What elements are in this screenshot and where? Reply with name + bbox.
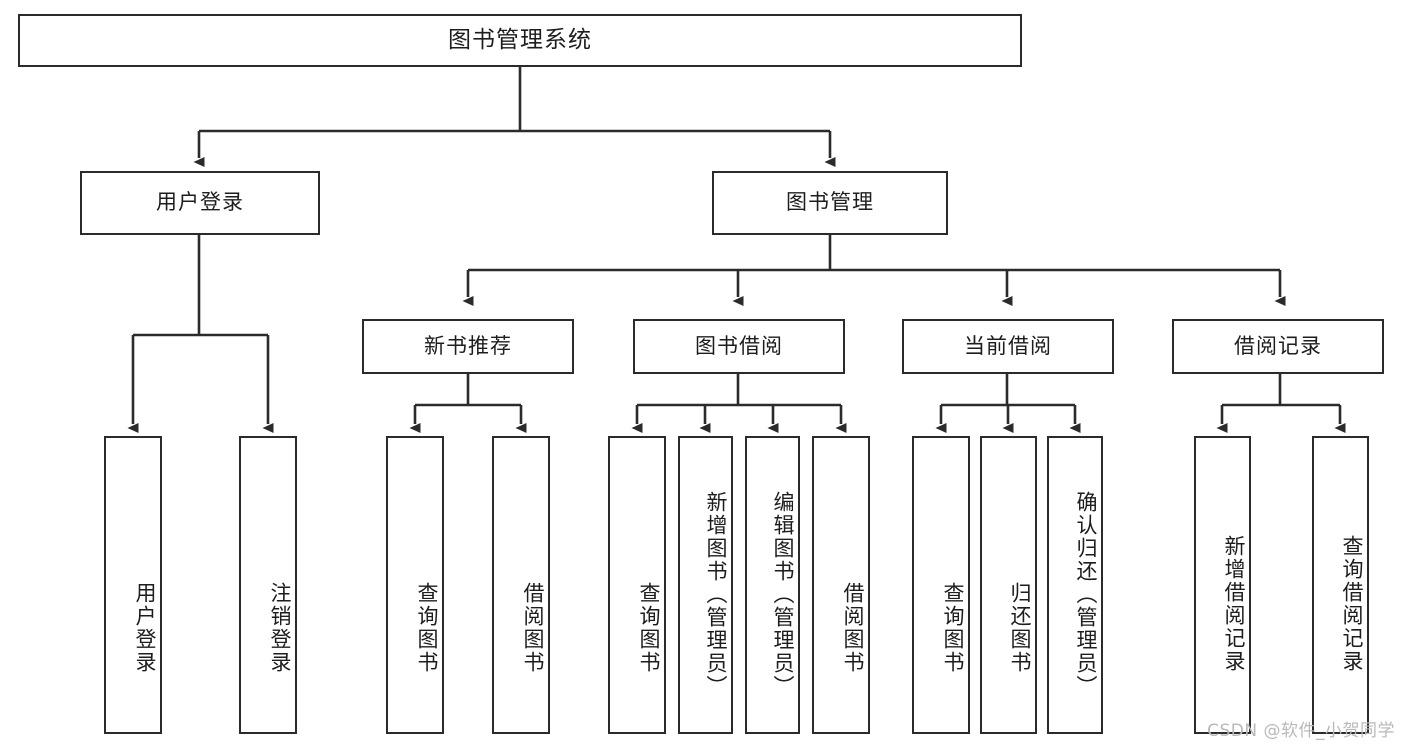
node-label: 查询借阅记录 (1340, 535, 1364, 673)
node-label: 借阅图书 (521, 582, 545, 674)
node-root-book-management-system[interactable]: 图书管理系统 (18, 14, 1022, 67)
leaf-new-book-borrow-books[interactable]: 借阅图书 (492, 436, 550, 734)
node-new-book-recommendation[interactable]: 新书推荐 (362, 319, 574, 374)
node-book-borrowing[interactable]: 图书借阅 (633, 319, 845, 374)
leaf-record-query-borrow-record[interactable]: 查询借阅记录 (1312, 436, 1369, 734)
node-current-borrowing[interactable]: 当前借阅 (902, 319, 1114, 374)
leaf-book-borrow-borrow-books[interactable]: 借阅图书 (812, 436, 870, 734)
node-user-login[interactable]: 用户登录 (80, 171, 320, 235)
node-label: 图书管理 (786, 190, 874, 215)
leaf-new-book-query-books[interactable]: 查询图书 (386, 436, 444, 734)
node-label: 编辑图书（管理员） (771, 490, 795, 698)
node-label: 注销登录 (268, 582, 292, 674)
node-label: 查询图书 (941, 582, 965, 674)
node-label: 新增图书（管理员） (704, 490, 728, 698)
node-label: 查询图书 (637, 582, 661, 674)
leaf-book-borrow-add-book-admin[interactable]: 新增图书（管理员） (678, 436, 733, 734)
leaf-record-add-borrow-record[interactable]: 新增借阅记录 (1194, 436, 1251, 734)
leaf-user-login-signout[interactable]: 注销登录 (239, 436, 297, 734)
leaf-current-borrow-query-books[interactable]: 查询图书 (912, 436, 970, 734)
node-label: 用户登录 (133, 582, 157, 674)
leaf-book-borrow-query-books[interactable]: 查询图书 (608, 436, 666, 734)
node-label: 归还图书 (1008, 582, 1032, 674)
leaf-user-login-signin[interactable]: 用户登录 (104, 436, 162, 734)
node-label: 确认归还（管理员） (1074, 490, 1098, 698)
csdn-watermark: CSDN @软件_小贺同学 (1207, 721, 1395, 741)
node-label: 用户登录 (156, 190, 244, 215)
node-label: 借阅记录 (1234, 333, 1322, 358)
leaf-current-borrow-confirm-return-admin[interactable]: 确认归还（管理员） (1047, 436, 1103, 734)
node-label: 当前借阅 (964, 333, 1052, 358)
leaf-current-borrow-return-books[interactable]: 归还图书 (980, 436, 1037, 734)
leaf-book-borrow-edit-book-admin[interactable]: 编辑图书（管理员） (745, 436, 800, 734)
node-book-management[interactable]: 图书管理 (712, 171, 948, 235)
node-label: 新增借阅记录 (1222, 535, 1246, 673)
node-borrowing-record[interactable]: 借阅记录 (1172, 319, 1384, 374)
node-label: 查询图书 (415, 582, 439, 674)
node-label: 新书推荐 (424, 333, 512, 358)
node-label: 图书管理系统 (448, 26, 592, 53)
node-label: 图书借阅 (695, 333, 783, 358)
node-label: 借阅图书 (841, 582, 865, 674)
